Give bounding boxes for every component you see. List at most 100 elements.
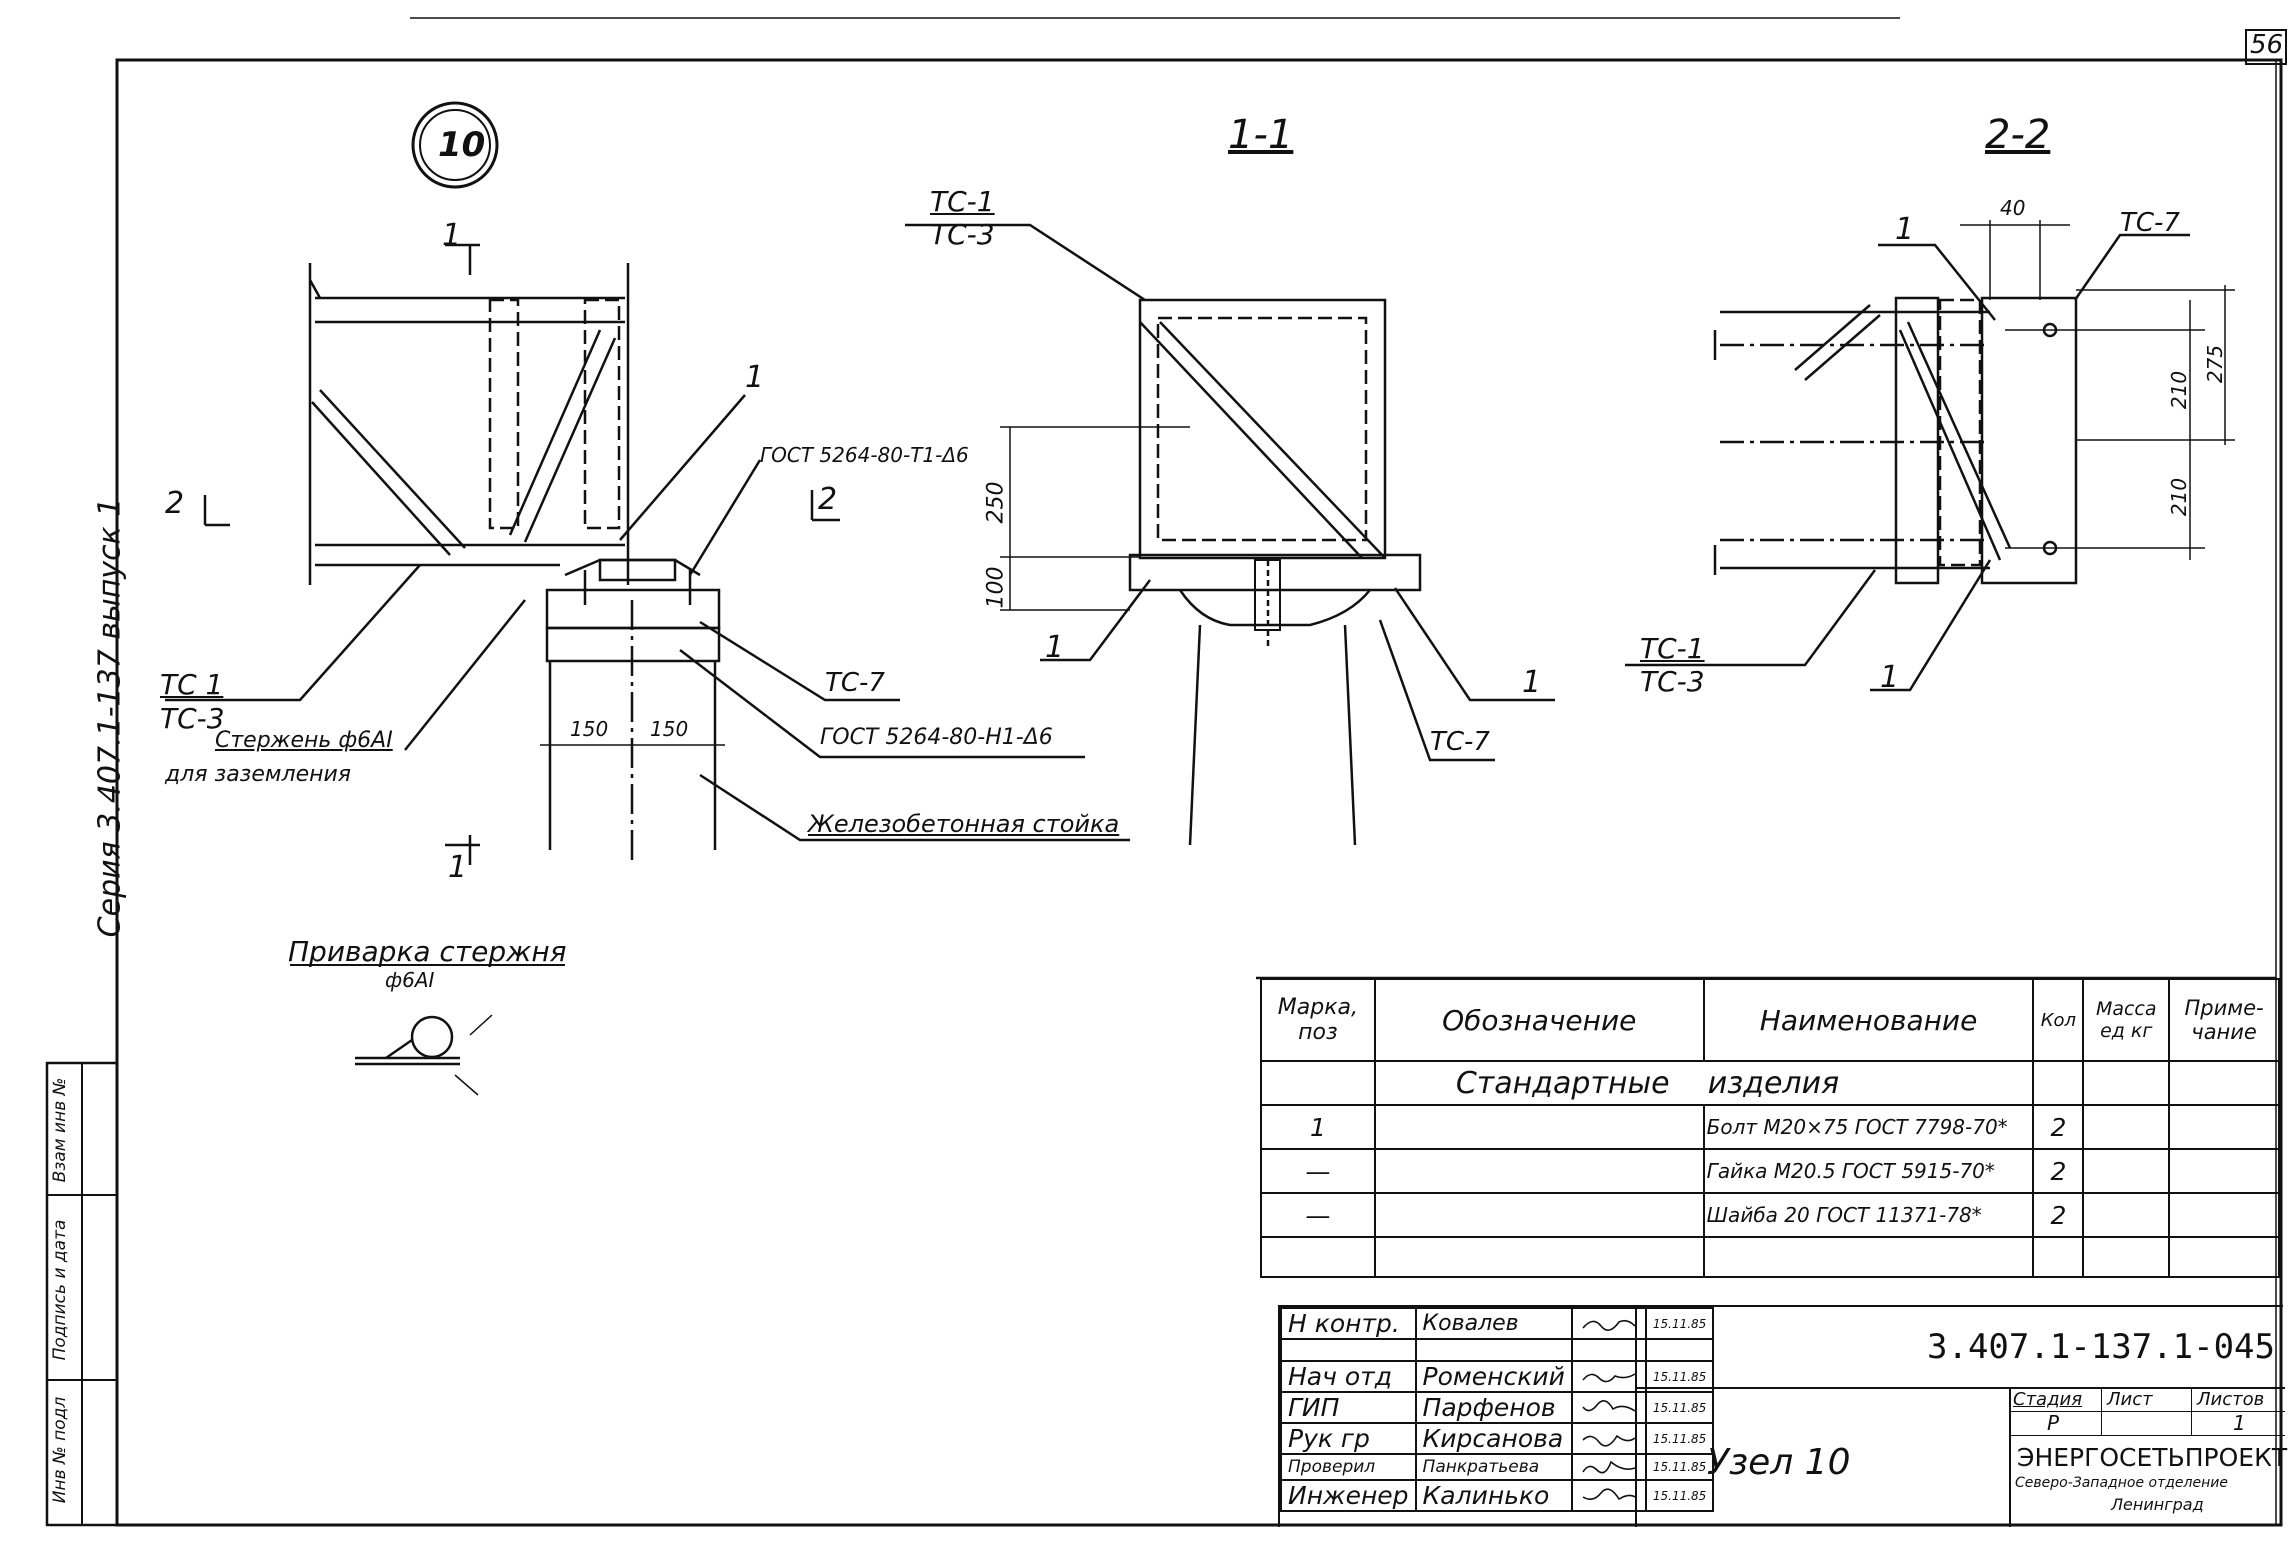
label-column: Железобетонная стойка	[808, 810, 1120, 838]
dim-275: 275	[2203, 344, 2228, 384]
cut-marker-1-top: 1	[442, 218, 462, 253]
table-row: Проверил Панкратьева 15.11.85	[1280, 1453, 1715, 1481]
spec-cell-note	[2168, 1236, 2280, 1278]
spec-cell-mass	[2082, 1192, 2171, 1238]
label-tc1-mid: ТС-1	[930, 185, 995, 218]
label-pos1-left: 1	[745, 360, 765, 395]
approval-role: Проверил	[1280, 1453, 1417, 1481]
spec-cell-designation	[1373, 1236, 1705, 1278]
sheet-header: Лист	[2107, 1389, 2153, 1410]
spec-cell-qty: 2	[2032, 1148, 2085, 1194]
table-row: — Гайка М20.5 ГОСТ 5915-70* 2	[1260, 1148, 2280, 1194]
approval-name: Парфенов	[1414, 1391, 1573, 1424]
signature	[1570, 1453, 1647, 1481]
label-pos1-mid-right: 1	[1522, 665, 1542, 700]
cut-marker-1-bottom: 1	[448, 850, 468, 885]
label-rod-line2: для заземления	[165, 762, 352, 787]
doc-code: 3.407.1-137.1-045	[1927, 1327, 2275, 1367]
side-stamp-inv: Инв № подл	[50, 1396, 70, 1504]
approval-role: Н контр.	[1280, 1307, 1417, 1340]
spec-cell-mark	[1260, 1236, 1376, 1278]
series-vertical-label: Серия 3.407.1-137 выпуск 1	[92, 497, 128, 938]
spec-cell-note	[2168, 1148, 2280, 1194]
table-row: 1 Болт М20×75 ГОСТ 7798-70* 2	[1260, 1104, 2280, 1150]
label-gost-top: ГОСТ 5264-80-Т1-Δ6	[760, 443, 969, 467]
spec-cell-mass	[2082, 1148, 2171, 1194]
spec-cell-mark: —	[1260, 1148, 1376, 1194]
label-gost-bottom: ГОСТ 5264-80-Н1-Δ6	[820, 725, 1053, 750]
spec-header-qty: Кол	[2032, 978, 2085, 1062]
spec-cell-designation	[1373, 1192, 1705, 1238]
approval-name: Ковалев	[1414, 1307, 1573, 1340]
approval-role: Нач отд	[1280, 1360, 1417, 1393]
dim-210b: 210	[2167, 477, 2192, 517]
approval-date: 15.11.85	[1644, 1479, 1715, 1512]
dim-210a: 210	[2167, 370, 2192, 410]
spec-header-designation: Обозначение	[1373, 978, 1705, 1062]
label-tc7-left: ТС-7	[825, 668, 885, 698]
table-row: Рук гр Кирсанова 15.11.85	[1280, 1422, 1715, 1455]
spec-section-row: Стандартные изделия	[1260, 1060, 2280, 1106]
side-stamp-replace: Взам инв №	[50, 1077, 70, 1183]
spec-cell-designation	[1373, 1104, 1705, 1150]
signature	[1570, 1479, 1647, 1512]
weld-subtitle: ф6АI	[385, 968, 435, 992]
spec-cell-name: Болт М20×75 ГОСТ 7798-70*	[1702, 1104, 2035, 1150]
dim-100: 100	[983, 566, 1009, 609]
approval-role: Рук гр	[1280, 1422, 1417, 1455]
approval-date: 15.11.85	[1644, 1422, 1715, 1455]
signature	[1570, 1391, 1647, 1424]
signature	[1570, 1360, 1647, 1393]
dim-150b: 150	[650, 717, 689, 741]
spec-cell-mark: 1	[1260, 1104, 1376, 1150]
table-row: Н контр. Ковалев 15.11.85	[1280, 1307, 1715, 1340]
spec-cell-name: Гайка М20.5 ГОСТ 5915-70*	[1702, 1148, 2035, 1194]
spec-cell-note	[2168, 1192, 2280, 1238]
title-block: Н контр. Ковалев 15.11.85 Нач отд Роменс…	[1278, 1305, 2287, 1527]
page-number-box	[2245, 29, 2287, 65]
label-tc7-mid: ТС-7	[1430, 727, 1490, 757]
approval-role: Инженер	[1280, 1479, 1417, 1512]
table-row: — Шайба 20 ГОСТ 11371-78* 2	[1260, 1192, 2280, 1238]
section-1-1-frame	[1138, 298, 1387, 560]
page-number: 56	[2250, 30, 2284, 60]
spec-cell-designation	[1373, 1148, 1705, 1194]
table-row: Инженер Калинько 15.11.85	[1280, 1479, 1715, 1512]
stage-block: Стадия Лист Листов Р 1 ЭНЕРГОСЕТЬПРОЕКТ …	[2009, 1387, 2287, 1527]
sheet-frame	[115, 58, 2283, 1527]
label-pos1-mid-left: 1	[1045, 630, 1065, 665]
spec-section-title: Стандартные изделия	[1373, 1060, 2035, 1106]
approval-name: Роменский	[1414, 1360, 1573, 1393]
spec-cell-note	[2168, 1104, 2280, 1150]
label-rod-line1: Стержень ф6АI	[215, 728, 393, 753]
sheets-value: 1	[2233, 1411, 2246, 1435]
table-row: ГИП Парфенов 15.11.85	[1280, 1391, 1715, 1424]
label-tc3-right: ТС-3	[1640, 665, 1705, 698]
dim-150a: 150	[570, 717, 609, 741]
label-tc1-right: ТС-1	[1640, 632, 1705, 665]
label-tc7-right: ТС-7	[2120, 208, 2180, 238]
weld-title: Приварка стержня	[288, 935, 567, 968]
spec-cell-name: Шайба 20 ГОСТ 11371-78*	[1702, 1192, 2035, 1238]
org-city: Ленинград	[2111, 1495, 2204, 1514]
signature	[1570, 1422, 1647, 1455]
spec-cell-qty: 2	[2032, 1192, 2085, 1238]
approval-name: Панкратьева	[1414, 1453, 1573, 1481]
dim-250: 250	[983, 481, 1009, 524]
stage-header: Стадия	[2013, 1389, 2083, 1410]
title-cell: Узел 10	[1635, 1387, 2011, 1527]
approval-date: 15.11.85	[1644, 1453, 1715, 1481]
table-row	[1260, 1236, 2280, 1278]
node-circle	[411, 101, 499, 189]
spec-header-mass: Масса ед кг	[2082, 978, 2171, 1062]
node-number: 10	[438, 125, 486, 165]
spec-cell-qty: 2	[2032, 1104, 2085, 1150]
spec-table: Марка, поз Обозначение Наименование Кол …	[1260, 978, 2280, 1278]
spec-cell-mark: —	[1260, 1192, 1376, 1238]
spec-header-mark: Марка, поз	[1260, 978, 1376, 1062]
stage-value: Р	[2047, 1411, 2060, 1435]
label-pos1-right-bottom: 1	[1880, 660, 1900, 695]
doc-code-cell: 3.407.1-137.1-045	[1635, 1307, 2285, 1389]
label-tc3-mid: ТС-3	[930, 218, 995, 251]
